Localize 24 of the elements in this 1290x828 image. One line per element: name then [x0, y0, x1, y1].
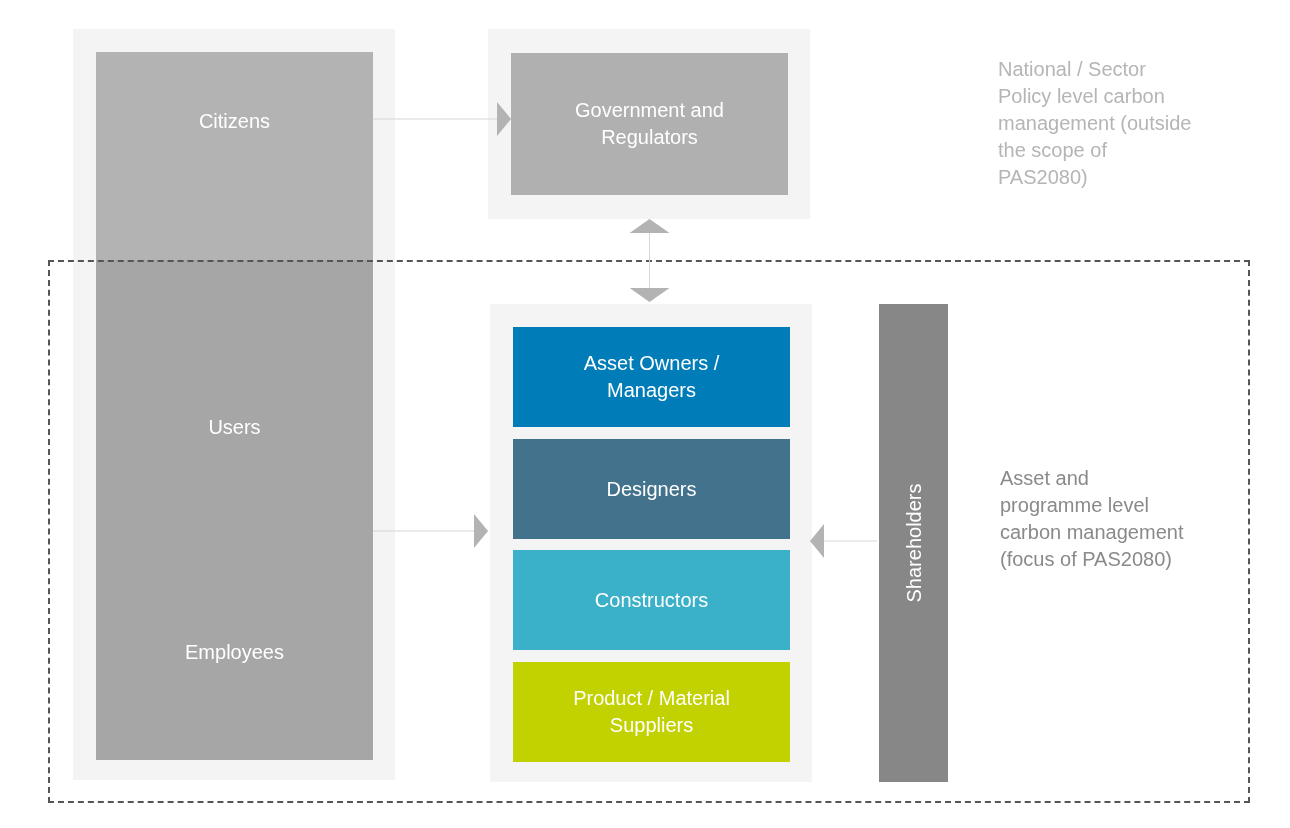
dashed-boundary: [48, 260, 1250, 803]
box-label: Employees: [184, 640, 285, 665]
box-label: Designers: [605, 476, 698, 502]
vertical-bar: [879, 304, 948, 782]
box-label: Shareholders: [901, 483, 925, 603]
process-box: [513, 439, 790, 539]
box-label: Government and Regulators: [574, 98, 725, 150]
process-box: [513, 550, 790, 650]
process-box: [513, 662, 790, 762]
box-label: Asset Owners / Managers: [582, 351, 721, 403]
arrow: [372, 514, 489, 548]
stakeholder-column: [96, 52, 373, 760]
box-label: Asset and programme level carbon management (focus of PAS2080): [1000, 466, 1185, 572]
process-box: [513, 327, 790, 427]
arrow: [372, 102, 512, 136]
arrow: [809, 524, 878, 558]
box-label: Constructors: [593, 587, 710, 613]
annotation-text: National / Sector Policy level carbon management (outside the scope of PAS2080): [998, 57, 1193, 190]
arrow: [629, 218, 670, 303]
box-label: Product / Material Suppliers: [572, 686, 731, 738]
group-panel: [490, 304, 812, 782]
process-box: [511, 53, 788, 195]
box-label: Citizens: [197, 109, 272, 134]
box-label: Users: [207, 415, 262, 440]
